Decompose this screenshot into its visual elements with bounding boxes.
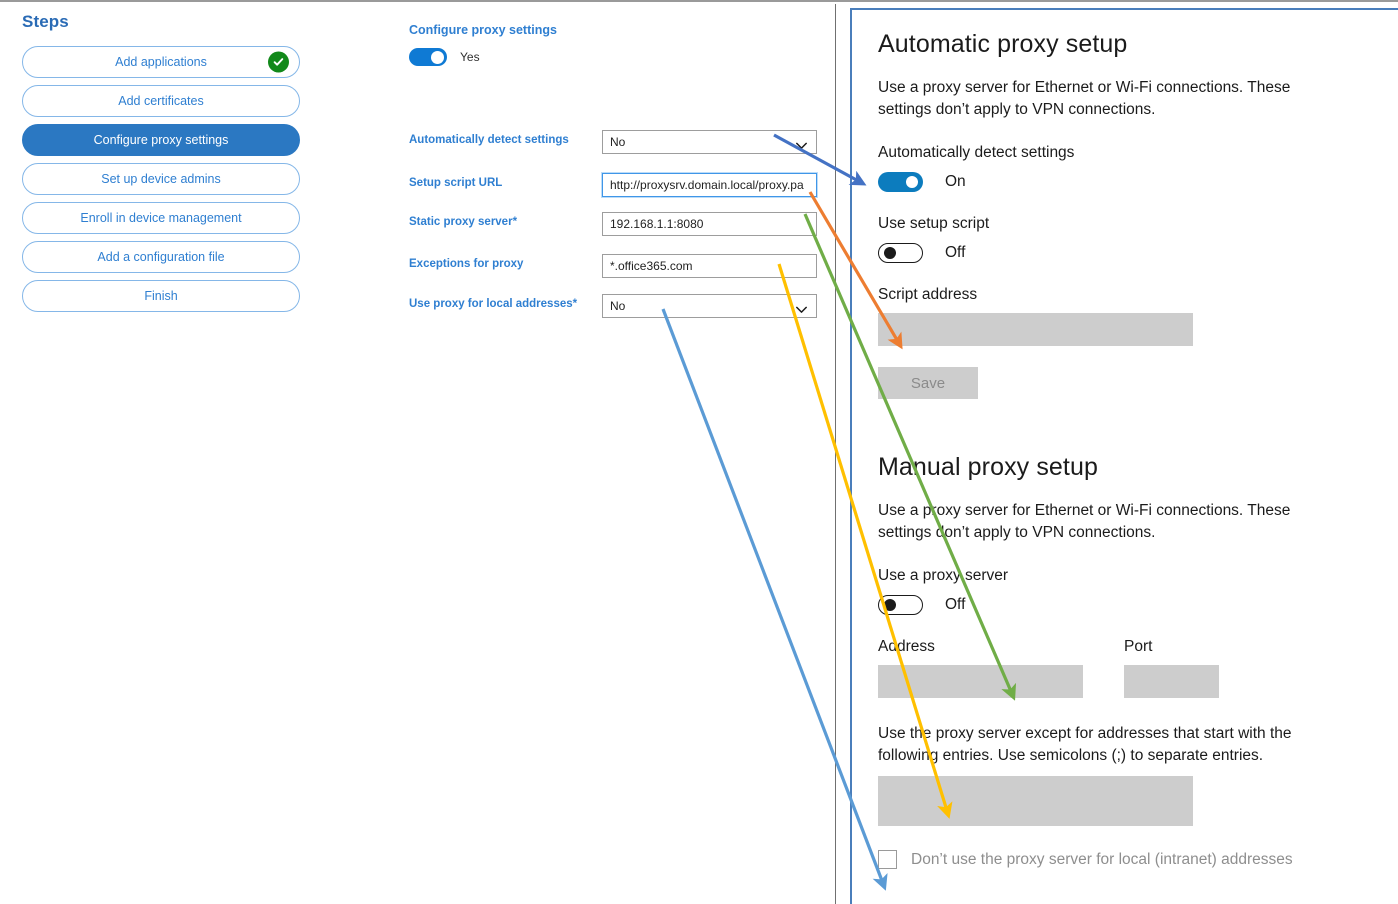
script-address-input[interactable] — [878, 313, 1193, 346]
panel-divider — [835, 4, 836, 904]
steps-panel: Steps Add applications Add certificates … — [0, 4, 330, 904]
field-label: Static proxy server* — [409, 216, 518, 228]
automatically-detect-settings-label: Automatically detect settings — [878, 144, 1075, 161]
step-label: Add a configuration file — [97, 250, 225, 264]
input-value: *.office365.com — [610, 259, 693, 273]
configure-proxy-form-panel: Configure proxy settings Yes Automatical… — [330, 4, 835, 904]
step-label: Enroll in device management — [80, 211, 242, 225]
static-proxy-server-input[interactable]: 192.168.1.1:8080 — [602, 212, 817, 236]
use-setup-script-state: Off — [945, 244, 966, 261]
step-button-enroll-in-device-management[interactable]: Enroll in device management — [22, 202, 300, 234]
field-label: Setup script URL — [409, 177, 503, 189]
step-label: Add applications — [115, 55, 207, 69]
step-button-configure-proxy-settings[interactable]: Configure proxy settings — [22, 124, 300, 156]
step-label: Set up device admins — [101, 172, 221, 186]
bypass-local-addresses-label: Don’t use the proxy server for local (in… — [911, 850, 1293, 868]
field-use-proxy-for-local-addresses: Use proxy for local addresses* No — [409, 294, 829, 318]
steps-list: Add applications Add certificates Config… — [22, 46, 300, 319]
required-marker: * — [572, 298, 578, 310]
step-button-add-certificates[interactable]: Add certificates — [22, 85, 300, 117]
field-setup-script-url: Setup script URL http://proxysrv.domain.… — [409, 173, 829, 197]
manual-proxy-setup-heading: Manual proxy setup — [878, 453, 1098, 481]
use-setup-script-toggle[interactable] — [878, 243, 923, 263]
toggle-knob — [906, 176, 918, 188]
save-button[interactable]: Save — [878, 367, 978, 399]
select-value: No — [610, 135, 626, 149]
exceptions-for-proxy-input[interactable]: *.office365.com — [602, 254, 817, 278]
chevron-down-icon — [796, 303, 807, 313]
automatically-detect-settings-state: On — [945, 173, 966, 190]
configure-proxy-toggle-label: Yes — [460, 50, 480, 64]
automatic-proxy-setup-heading: Automatic proxy setup — [878, 30, 1128, 58]
use-a-proxy-server-toggle[interactable] — [878, 595, 923, 615]
bypass-local-addresses-checkbox[interactable] — [878, 850, 897, 869]
input-value: http://proxysrv.domain.local/proxy.pa — [610, 178, 804, 192]
bypass-local-addresses-row[interactable]: Don’t use the proxy server for local (in… — [878, 850, 1398, 869]
field-label: Automatically detect settings — [409, 134, 569, 146]
toggle-knob — [884, 599, 896, 611]
field-label: Exceptions for proxy — [409, 258, 524, 270]
field-automatically-detect-settings: Automatically detect settings No — [409, 130, 829, 154]
address-port-row: Address Port — [878, 638, 1398, 698]
step-button-set-up-device-admins[interactable]: Set up device admins — [22, 163, 300, 195]
step-button-finish[interactable]: Finish — [22, 280, 300, 312]
port-label: Port — [1124, 638, 1153, 655]
address-label: Address — [878, 638, 935, 655]
setup-script-url-input[interactable]: http://proxysrv.domain.local/proxy.pa — [602, 173, 817, 197]
chevron-down-icon — [796, 139, 807, 149]
automatic-proxy-setup-description: Use a proxy server for Ethernet or Wi-Fi… — [878, 79, 1291, 118]
automatically-detect-settings-select[interactable]: No — [602, 130, 817, 154]
use-proxy-for-local-addresses-select[interactable]: No — [602, 294, 817, 318]
use-a-proxy-server-state: Off — [945, 596, 966, 613]
use-a-proxy-server-label: Use a proxy server — [878, 567, 1009, 584]
step-button-add-applications[interactable]: Add applications — [22, 46, 300, 78]
manual-proxy-setup-description: Use a proxy server for Ethernet or Wi-Fi… — [878, 502, 1291, 541]
step-button-add-a-configuration-file[interactable]: Add a configuration file — [22, 241, 300, 273]
select-value: No — [610, 299, 626, 313]
field-label: Use proxy for local addresses* — [409, 298, 578, 310]
use-setup-script-toggle-row: Off — [878, 243, 1398, 263]
step-label: Configure proxy settings — [93, 133, 229, 147]
address-column: Address — [878, 638, 1098, 698]
field-static-proxy-server: Static proxy server* 192.168.1.1:8080 — [409, 212, 829, 236]
configure-proxy-toggle-row: Yes — [409, 48, 480, 66]
port-input[interactable] — [1124, 665, 1219, 698]
script-address-label: Script address — [878, 286, 978, 303]
exceptions-description: Use the proxy server except for addresse… — [878, 725, 1292, 764]
field-exceptions-for-proxy: Exceptions for proxy *.office365.com — [409, 254, 829, 278]
automatically-detect-settings-toggle-row: On — [878, 172, 1398, 192]
input-value: 192.168.1.1:8080 — [610, 217, 704, 231]
form-heading: Configure proxy settings — [409, 23, 557, 37]
step-label: Finish — [144, 289, 178, 303]
steps-title: Steps — [22, 12, 69, 31]
exceptions-input[interactable] — [878, 776, 1193, 826]
required-marker: * — [512, 216, 518, 228]
use-setup-script-label: Use setup script — [878, 215, 990, 232]
toggle-knob — [884, 247, 896, 259]
toggle-knob — [431, 50, 444, 64]
address-input[interactable] — [878, 665, 1083, 698]
use-a-proxy-server-toggle-row: Off — [878, 595, 1398, 615]
port-column: Port — [1124, 638, 1224, 698]
windows-proxy-settings-panel: Automatic proxy setup Use a proxy server… — [850, 8, 1398, 904]
automatically-detect-settings-toggle[interactable] — [878, 172, 923, 192]
configure-proxy-toggle[interactable] — [409, 48, 447, 66]
check-circle-icon — [268, 51, 289, 73]
step-label: Add certificates — [118, 94, 204, 108]
